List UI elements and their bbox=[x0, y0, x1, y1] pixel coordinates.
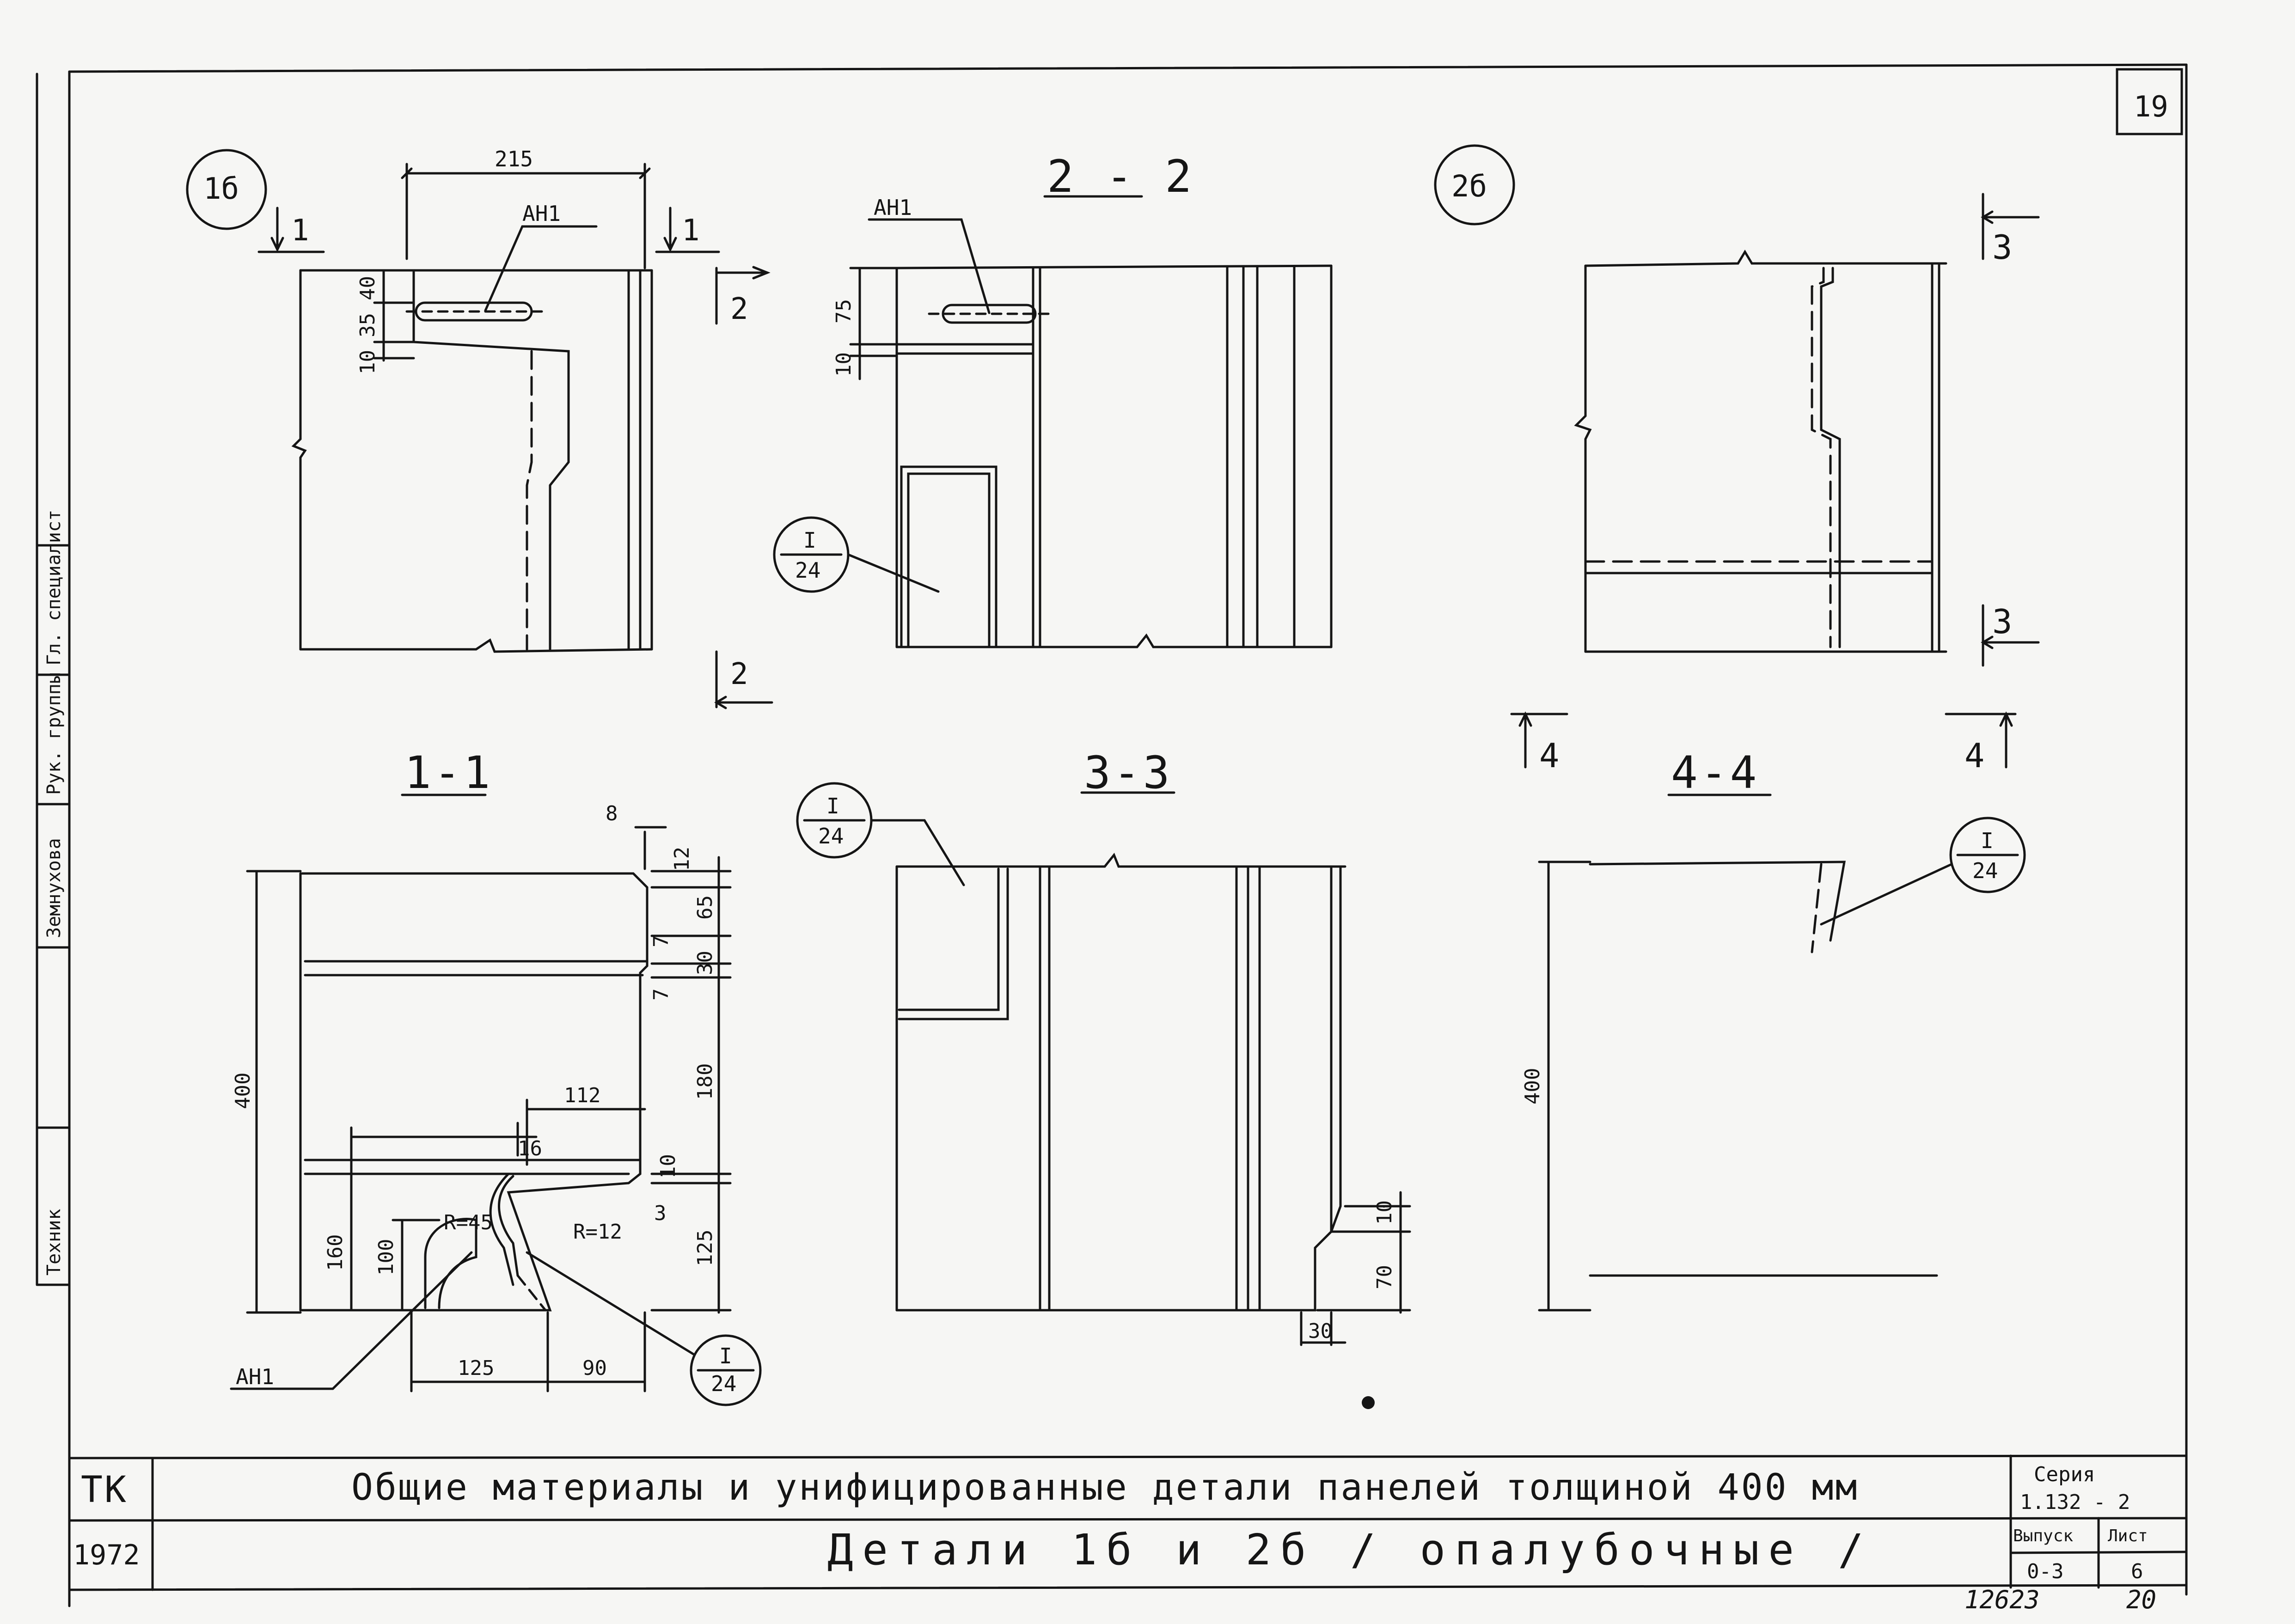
section-4-4-callout-top: I bbox=[1981, 828, 1994, 853]
detail-2b-mark: 2б bbox=[1451, 170, 1487, 204]
section-4-4-total-height: 400 bbox=[1521, 1068, 1544, 1105]
strip-role-chief: Гл. специалист bbox=[43, 510, 65, 665]
section-3-3-dim-30: 30 bbox=[1308, 1319, 1333, 1343]
section-1-1-dim-7a: 7 bbox=[649, 935, 673, 948]
section-4-4 bbox=[1538, 794, 2026, 1312]
detail-1b-cut-1-left: 1 bbox=[291, 214, 309, 248]
detail-2b-cut-4-right: 4 bbox=[1965, 736, 1984, 775]
strip-name: Земнухова bbox=[43, 838, 65, 938]
title-block-org: ТК bbox=[81, 1469, 128, 1511]
section-1-1-radius-12: R=12 bbox=[573, 1220, 622, 1244]
title-block-series-label: Серия bbox=[2034, 1463, 2095, 1486]
section-1-1-dim-65: 65 bbox=[693, 895, 717, 920]
title-block-issue-value: 0-3 bbox=[2027, 1560, 2063, 1583]
detail-1b-cut-1-right: 1 bbox=[682, 214, 700, 248]
section-1-1-callout-bottom: 24 bbox=[711, 1371, 736, 1396]
title-block-sheet-value: 6 bbox=[2131, 1560, 2143, 1583]
section-3-3 bbox=[796, 782, 1411, 1346]
detail-1b-cut-2-bottom: 2 bbox=[730, 657, 748, 691]
section-1-1-total-height: 400 bbox=[231, 1073, 255, 1109]
section-4-4-title: 4-4 bbox=[1671, 747, 1759, 799]
section-3-3-title: 3-3 bbox=[1084, 747, 1172, 799]
title-block-sheet-label: Лист bbox=[2108, 1526, 2148, 1545]
section-3-3-dim-10: 10 bbox=[1373, 1200, 1396, 1225]
section-2-2 bbox=[773, 195, 1333, 648]
section-2-2-title: 2 - 2 bbox=[1047, 151, 1194, 202]
detail-1b-dim-width: 215 bbox=[495, 147, 533, 171]
detail-1b-mark: 1б bbox=[203, 172, 239, 206]
detail-1b-dim-40: 40 bbox=[356, 276, 379, 300]
section-1-1 bbox=[230, 794, 762, 1406]
section-1-1-dim-16: 16 bbox=[518, 1137, 542, 1160]
section-3-3-callout-bottom: 24 bbox=[818, 824, 844, 849]
detail-2b-cut-4-left: 4 bbox=[1539, 736, 1559, 775]
detail-1b-dim-35: 35 bbox=[356, 313, 379, 337]
detail-2b-cut-3-top: 3 bbox=[1992, 228, 2012, 267]
detail-1b-rebar: АН1 bbox=[522, 201, 561, 226]
section-2-2-rebar: АН1 bbox=[874, 195, 912, 220]
title-block-line1: Общие материалы и унифицированные детали… bbox=[351, 1467, 1859, 1508]
section-1-1-dim-125: 125 bbox=[458, 1356, 494, 1380]
section-1-1-radius-45: R=45 bbox=[444, 1211, 493, 1234]
ink-spot bbox=[1362, 1396, 1375, 1409]
sheet-number: 19 bbox=[2134, 90, 2168, 123]
title-block-line2: Детали 1б и 2б / опалубочные / bbox=[827, 1525, 1873, 1575]
title-block-year: 1972 bbox=[73, 1539, 140, 1571]
section-3-3-dim-70: 70 bbox=[1373, 1265, 1396, 1289]
detail-2b bbox=[1434, 144, 2040, 769]
section-1-1-dim-125-vert: 125 bbox=[693, 1230, 717, 1266]
title-block bbox=[68, 1454, 2188, 1591]
section-1-1-rebar: АН1 bbox=[236, 1364, 274, 1389]
section-1-1-dim-180: 180 bbox=[693, 1063, 717, 1100]
section-1-1-dim-3: 3 bbox=[654, 1202, 667, 1225]
section-1-1-dim-160: 160 bbox=[324, 1234, 347, 1271]
section-1-1-title: 1-1 bbox=[404, 747, 493, 799]
section-4-4-callout-bottom: 24 bbox=[1972, 858, 1998, 883]
section-1-1-dim-90: 90 bbox=[582, 1356, 607, 1380]
strip-role-group: Рук. группы bbox=[43, 672, 65, 795]
section-1-1-dim-30: 30 bbox=[693, 951, 717, 975]
detail-2b-cut-3-bottom: 3 bbox=[1992, 602, 2012, 641]
section-2-2-callout-top: I bbox=[803, 528, 816, 553]
footer-note-page: 20 bbox=[2126, 1585, 2156, 1614]
section-2-2-dim-10: 10 bbox=[832, 352, 856, 377]
section-1-1-dim-100: 100 bbox=[374, 1239, 398, 1276]
detail-1b-dim-10: 10 bbox=[356, 350, 379, 374]
side-strip bbox=[36, 73, 71, 1286]
section-1-1-dim-7b: 7 bbox=[649, 989, 673, 1001]
section-1-1-dim-10: 10 bbox=[656, 1154, 680, 1178]
section-1-1-dim-112: 112 bbox=[564, 1084, 600, 1107]
title-block-issue-label: Выпуск bbox=[2013, 1526, 2073, 1545]
footer-note-archive: 12623 bbox=[1965, 1585, 2040, 1614]
section-1-1-dim-12: 12 bbox=[670, 847, 694, 871]
section-2-2-callout-bottom: 24 bbox=[795, 558, 820, 583]
section-2-2-dim-75: 75 bbox=[832, 299, 856, 324]
detail-1b-mark-circle bbox=[186, 149, 267, 230]
section-3-3-callout-top: I bbox=[826, 794, 839, 818]
detail-1b bbox=[186, 149, 773, 709]
title-block-series-value: 1.132 - 2 bbox=[2020, 1490, 2130, 1514]
section-1-1-callout-top: I bbox=[719, 1343, 732, 1368]
strip-role-technician: Техник bbox=[43, 1209, 65, 1276]
detail-1b-cut-2-top: 2 bbox=[730, 292, 748, 326]
section-1-1-dim-8: 8 bbox=[606, 802, 618, 825]
sheet-frame bbox=[68, 63, 2188, 1607]
